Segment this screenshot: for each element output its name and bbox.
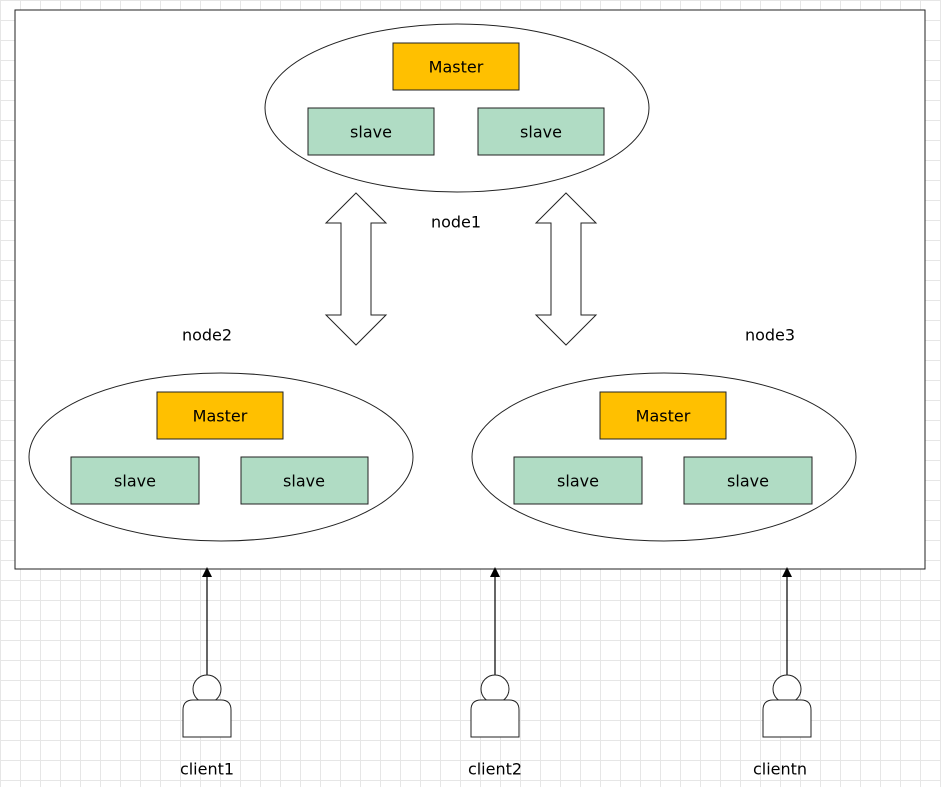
node2-label: node2: [182, 326, 232, 345]
node1-slave-label-1: slave: [350, 123, 392, 142]
node3-master-box: [599, 391, 727, 440]
left-double-arrow: [324, 192, 388, 346]
node3-group: node3 Master slave slave: [471, 326, 857, 542]
node1-label: node1: [431, 213, 481, 232]
client2-label: client2: [468, 760, 522, 779]
node3-ellipse: [471, 372, 857, 542]
node1-slave-box-2: [477, 107, 605, 156]
node1-master-box: [392, 42, 520, 91]
node3-label: node3: [745, 326, 795, 345]
node2-slave-label-1: slave: [114, 472, 156, 491]
right-double-arrow: [534, 192, 598, 346]
node2-master-label: Master: [193, 407, 248, 426]
node3-slave-box-1: [513, 456, 643, 505]
user-icon: [470, 674, 520, 738]
node2-slave-box-2: [240, 456, 369, 505]
clientn-label: clientn: [753, 760, 807, 779]
node3-master-label: Master: [636, 407, 691, 426]
node2-master-box: [156, 391, 284, 440]
node1-master-label: Master: [429, 58, 484, 77]
node1-slave-label-2: slave: [520, 123, 562, 142]
node1-ellipse: [264, 23, 650, 193]
client1-label: client1: [180, 760, 234, 779]
client2-group: client2: [468, 674, 522, 779]
client1-group: client1: [180, 674, 234, 779]
node3-slave-box-2: [683, 456, 813, 505]
node3-slave-label-2: slave: [727, 472, 769, 491]
node1-slave-box-1: [307, 107, 435, 156]
node2-slave-box-1: [70, 456, 200, 505]
node2-group: node2 Master slave slave: [28, 326, 414, 542]
node3-slave-label-1: slave: [557, 472, 599, 491]
user-icon: [182, 674, 232, 738]
node1-group: Master slave slave node1: [264, 23, 650, 232]
node2-ellipse: [28, 372, 414, 542]
node2-slave-label-2: slave: [283, 472, 325, 491]
clientn-group: clientn: [753, 674, 812, 779]
user-icon: [762, 674, 812, 738]
